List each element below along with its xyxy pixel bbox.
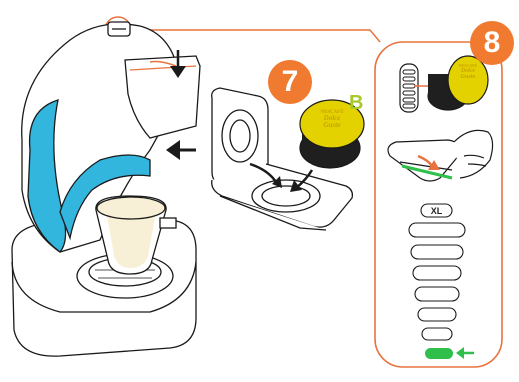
level-button [411, 245, 463, 259]
capsule-brand: NESCAFÉ Dolce Gusto [310, 110, 354, 129]
xl-label: XL [421, 204, 452, 217]
level-button [422, 328, 452, 340]
panel-capsule-brand: NESCAFÉ Dolce Gusto [452, 64, 484, 80]
step-8-badge: 8 [470, 21, 514, 65]
level-button-lit [425, 348, 453, 359]
brand-line-3: Gusto [452, 74, 484, 80]
level-button [415, 287, 459, 301]
brand-line-3: Gusto [310, 122, 354, 129]
coffee-machine [12, 22, 200, 356]
step-7-badge: 7 [268, 60, 312, 104]
level-button [418, 308, 456, 321]
arrow-left-icon [166, 140, 196, 160]
level-button [413, 266, 461, 280]
level-button [409, 223, 465, 237]
